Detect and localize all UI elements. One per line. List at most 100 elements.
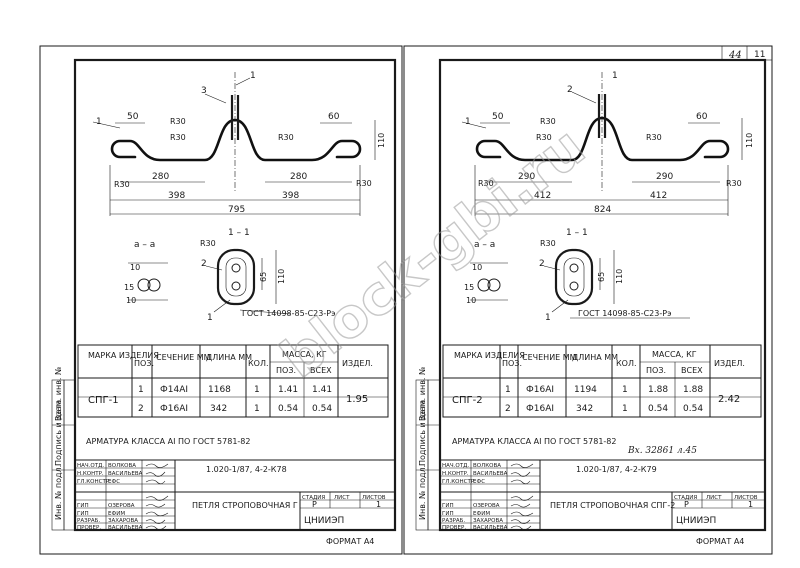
th-qty: КОЛ.: [248, 359, 269, 368]
row2-qty: 1: [254, 404, 260, 414]
right-side-strip: Инв. № подл. Подпись и дата Взам. инв. №: [415, 366, 441, 531]
org-name: ЦНИИЭП: [676, 516, 716, 526]
left-section-view: [128, 248, 291, 315]
name-2: ВАСИЛЬЕВА: [108, 471, 143, 477]
stage-h-1: СТАДИЯ: [302, 495, 325, 501]
strip-label-inv: Инв. № подл.: [54, 465, 63, 520]
name-1: ВОЛКОВА: [108, 463, 136, 469]
section-dim-110: 110: [615, 269, 624, 284]
section-a-dim-10b: 10: [126, 296, 136, 305]
stage-v-3: 1: [376, 500, 381, 509]
row1-mass-pos: 1.88: [648, 385, 668, 395]
radius-5: R30: [356, 179, 372, 188]
dim-height: 110: [377, 133, 386, 148]
row2-mass-all: 0.54: [683, 404, 703, 414]
section-1-1-label: 1 – 1: [566, 228, 588, 238]
doc-title: ПЕТЛЯ СТРОПОВОЧНАЯ СПГ-2: [550, 501, 675, 510]
name-2: ВАСИЛЬЕВА: [473, 471, 508, 477]
section-a-dim-10: 10: [472, 263, 482, 272]
dim-half-1: 412: [534, 191, 551, 201]
stage-h-3: ЛИСТОВ: [362, 495, 386, 501]
left-title-block: [74, 459, 396, 531]
th-mark: МАРКА ИЗДЕЛИЯ: [454, 351, 525, 360]
role-8: ПРОВЕР.: [442, 525, 466, 531]
radius-3: R30: [646, 133, 662, 142]
right-title-block: [439, 459, 766, 531]
section-pos-1: 1: [545, 313, 551, 323]
th-mass: МАССА, КГ: [652, 350, 697, 359]
row1-pos: 1: [505, 385, 511, 395]
stage-v-1: Р: [684, 500, 689, 509]
left-loop-elevation: [92, 72, 376, 216]
section-radius: R30: [540, 239, 556, 248]
th-pos: ПОЗ.: [134, 359, 154, 368]
role-7: РАЗРАБ.: [77, 518, 100, 524]
dim-total: 824: [594, 205, 611, 215]
strip-label-sign: Подпись и дата: [418, 400, 427, 466]
name-3: ЕФС: [473, 479, 485, 485]
radius-3: R30: [278, 133, 294, 142]
dim-top-1: 50: [492, 112, 504, 122]
stage-v-1: Р: [312, 500, 317, 509]
rebar-note: АРМАТУРА КЛАССА АI ПО ГОСТ 5781-82: [86, 437, 250, 446]
dim-bottom-2: 280: [290, 172, 307, 182]
row2-section: Ф16АI: [526, 404, 554, 414]
name-6: ЕФИМ: [473, 511, 490, 517]
radius-1: R30: [540, 117, 556, 126]
pos-label-3: 3: [201, 86, 207, 96]
role-1: НАЧ.ОТД.: [442, 463, 469, 469]
section-dim-110: 110: [277, 269, 286, 284]
row1-mass-all: 1.88: [683, 385, 703, 395]
role-2: Н.КОНТР.: [77, 471, 104, 477]
th-mass-pos: ПОЗ.: [276, 366, 296, 375]
dim-half-2: 412: [650, 191, 667, 201]
stage-h-3: ЛИСТОВ: [734, 495, 758, 501]
section-pos-1: 1: [207, 313, 213, 323]
th-pos: ПОЗ.: [502, 359, 522, 368]
row2-length: 342: [210, 404, 227, 414]
th-mark: МАРКА ИЗДЕЛИЯ: [88, 351, 159, 360]
strip-label-inv: Инв. № подл.: [418, 465, 427, 520]
page-number: 44: [728, 50, 742, 61]
section-a-dim-10b: 10: [466, 296, 476, 305]
name-7: ЗАХАРОВА: [108, 518, 138, 524]
strip-label-vzam: Взам. инв. №: [418, 366, 427, 421]
table-mass-item: 2.42: [718, 394, 740, 405]
row1-qty: 1: [254, 385, 260, 395]
section-1-1-label: 1 – 1: [228, 228, 250, 238]
name-5: ОЗЕРОВА: [473, 503, 500, 509]
gost-note: ГОСТ 14098-85-С23-Рэ: [578, 309, 671, 318]
th-qty: КОЛ.: [616, 359, 637, 368]
dim-bottom-1: 290: [518, 172, 535, 182]
strip-label-sign: Подпись и дата: [54, 400, 63, 466]
stage-h-2: ЛИСТ: [706, 495, 722, 501]
format-label: ФОРМАТ А4: [696, 537, 744, 546]
pos-label-1: 1: [465, 117, 471, 127]
th-section: СЕЧЕНИЕ ММ: [522, 353, 577, 362]
row2-mass-pos: 0.54: [648, 404, 668, 414]
section-a-dim-15: 15: [464, 283, 474, 292]
row1-qty: 1: [622, 385, 628, 395]
doc-code: 1.020-1/87, 4-2-К78: [206, 465, 287, 474]
strip-label-vzam: Взам. инв. №: [54, 366, 63, 421]
section-radius: R30: [200, 239, 216, 248]
stage-h-2: ЛИСТ: [334, 495, 350, 501]
section-a-label: а – а: [134, 240, 155, 250]
th-length: ДЛИНА ММ: [206, 353, 252, 362]
right-spec-table: [442, 344, 762, 418]
row1-pos: 1: [138, 385, 144, 395]
table-mark: СПГ-2: [452, 395, 483, 406]
name-5: ОЗЕРОВА: [108, 503, 135, 509]
th-section: СЕЧЕНИЕ ММ: [156, 353, 211, 362]
role-1: НАЧ.ОТД.: [77, 463, 104, 469]
row1-section: Ф16АI: [526, 385, 554, 395]
format-label: ФОРМАТ А4: [326, 537, 374, 546]
left-sheet-border: [39, 45, 403, 555]
th-mass-all: ВСЕХ: [681, 366, 703, 375]
row2-mass-all: 0.54: [312, 404, 332, 414]
row1-section: Ф14АI: [160, 385, 188, 395]
dim-half-2: 398: [282, 191, 299, 201]
signatures: [510, 463, 534, 530]
pos-label-section: 1: [612, 71, 618, 81]
dim-total: 795: [228, 205, 245, 215]
